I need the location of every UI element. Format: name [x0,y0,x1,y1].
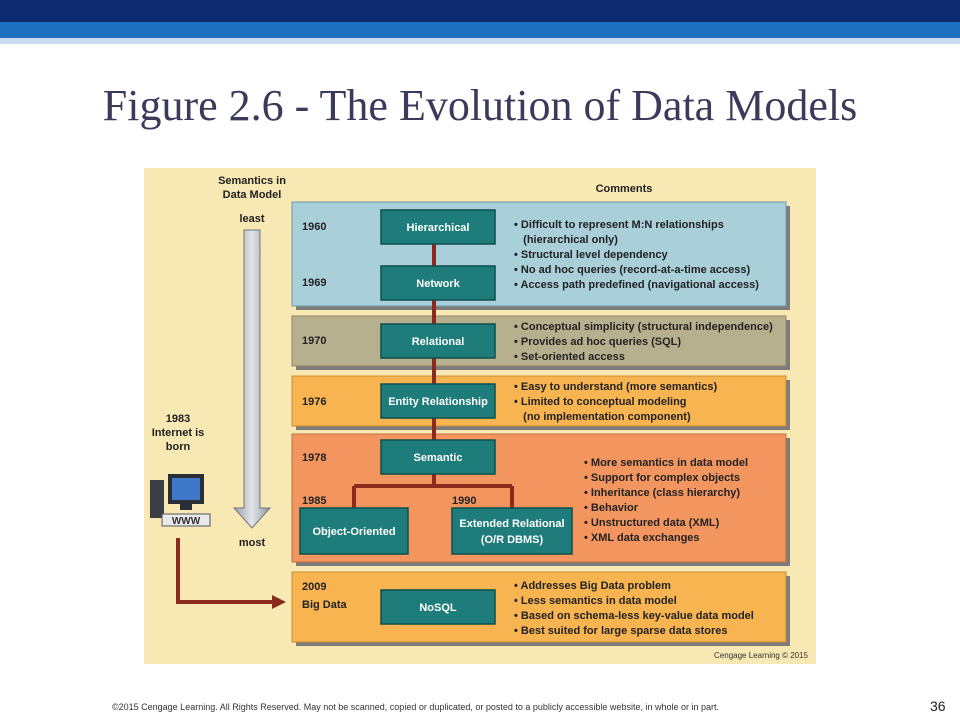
model-label-extended-relational: Extended Relational [459,518,564,530]
figure-credit: Cengage Learning © 2015 [714,651,809,660]
comment-nosql-4: • Best suited for large sparse data stor… [514,625,728,637]
comment-nosql-1: • Addresses Big Data problem [514,580,671,592]
comment-hier-1: • Difficult to represent M:N relationshi… [514,219,724,231]
comment-rel-3: • Set-oriented access [514,351,625,363]
model-box-extended-relational [451,507,573,555]
semantics-down-arrow [232,229,272,529]
figure-svg: Hierarchical Network Relational Entity R… [150,175,809,660]
header-band-dark [0,0,960,22]
model-box-network [380,265,496,301]
year-1990: 1990 [452,495,476,507]
comment-hier-4: • No ad hoc queries (record-at-a-time ac… [514,264,750,276]
header-band-light [0,38,960,44]
model-label-network: Network [416,278,460,290]
model-label-hierarchical: Hierarchical [407,222,470,234]
comments-header: Comments [596,183,653,195]
model-label-semantic: Semantic [414,452,463,464]
comment-sem-5: • Unstructured data (XML) [584,517,720,529]
comment-rel-2: • Provides ad hoc queries (SQL) [514,336,681,348]
www-label: WWW [172,516,201,527]
model-box-hierarchical [380,209,496,245]
comment-sem-2: • Support for complex objects [584,472,740,484]
internet-label-2: born [166,441,191,453]
model-box-er [380,383,496,419]
big-data-label: Big Data [302,599,348,611]
model-box-semantic [380,439,496,475]
internet-arrow-head [272,595,286,609]
year-1985: 1985 [302,495,326,507]
comment-hier-3: • Structural level dependency [514,249,669,261]
computer-icon: WWW [150,474,211,527]
copyright-footer: ©2015 Cengage Learning. All Rights Reser… [112,702,719,712]
comment-er-3: (no implementation component) [514,411,691,423]
comment-rel-1: • Conceptual simplicity (structural inde… [514,321,773,333]
comment-sem-1: • More semantics in data model [584,457,748,469]
model-box-nosql [380,589,496,625]
page-number: 36 [930,698,946,714]
internet-arrow-line [176,538,276,604]
band-nosql [291,571,787,643]
year-1978: 1978 [302,452,326,464]
model-label-ordbms: (O/R DBMS) [481,534,544,546]
axis-label-line1: Semantics in [218,175,286,187]
comment-hier-2: (hierarchical only) [514,234,618,246]
year-1970: 1970 [302,335,326,347]
model-box-relational [380,323,496,359]
band-entity-relationship [291,375,787,427]
model-label-object-oriented: Object-Oriented [312,526,395,538]
slide-title: Figure 2.6 - The Evolution of Data Model… [102,81,858,130]
axis-most: most [239,537,266,549]
band-relational [291,315,787,367]
comment-nosql-3: • Based on schema-less key-value data mo… [514,610,754,622]
header-band-mid [0,22,960,38]
year-1960: 1960 [302,221,326,233]
model-label-nosql: NoSQL [419,602,457,614]
year-1976: 1976 [302,396,326,408]
comment-hier-5: • Access path predefined (navigational a… [514,279,759,291]
comment-sem-3: • Inheritance (class hierarchy) [584,487,740,499]
year-1969: 1969 [302,277,326,289]
comment-er-2: • Limited to conceptual modeling [514,396,687,408]
band-hierarchical-network [291,201,787,307]
year-2009: 2009 [302,581,326,593]
model-label-relational: Relational [412,336,465,348]
axis-least: least [239,213,264,225]
comment-nosql-2: • Less semantics in data model [514,595,677,607]
comment-er-1: • Easy to understand (more semantics) [514,381,717,393]
internet-label-1: Internet is [152,427,205,439]
model-label-er: Entity Relationship [388,396,488,408]
data-model-evolution-figure: Hierarchical Network Relational Entity R… [144,168,816,664]
internet-year: 1983 [166,413,190,425]
comment-sem-4: • Behavior [584,502,639,514]
comment-sem-6: • XML data exchanges [584,532,700,544]
axis-label-line2: Data Model [223,189,282,201]
model-box-object-oriented [299,507,409,555]
